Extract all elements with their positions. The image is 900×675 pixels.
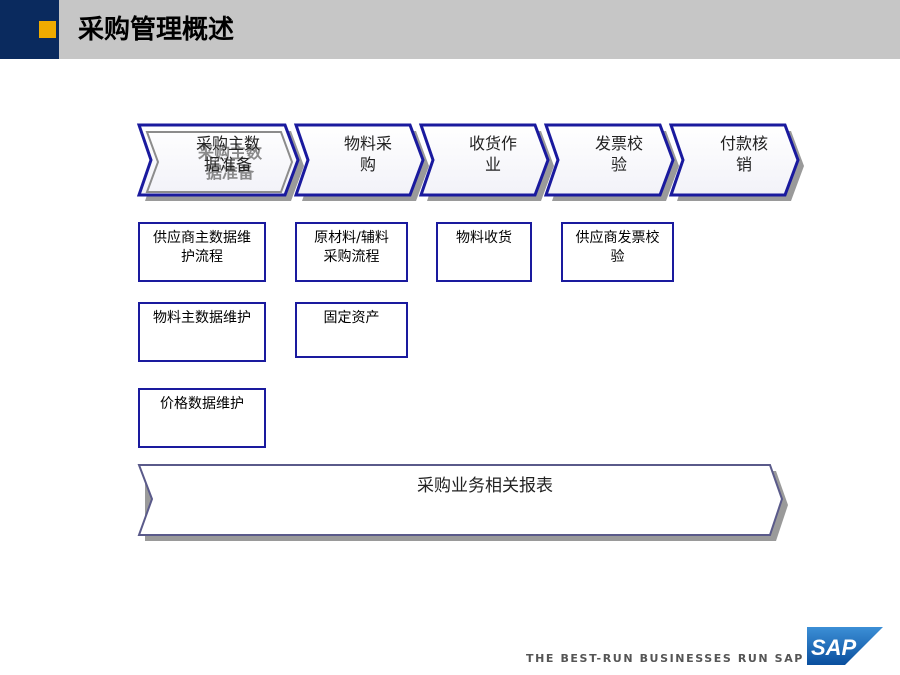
- report-bar-label: 采购业务相关报表: [417, 476, 553, 496]
- subitem-material-master-data[interactable]: 物料主数据维护: [138, 302, 266, 362]
- chevron-step-4-label: 发票校 验: [564, 133, 674, 175]
- subitem-text-line: 采购流程: [323, 249, 380, 265]
- chevron-step-4-line-2: 验: [610, 155, 627, 174]
- subitem-text-line: 固定资产: [323, 310, 380, 326]
- subitem-text-line: 护流程: [181, 249, 223, 265]
- chevron-step-3-label: 收货作 业: [438, 133, 548, 175]
- chevron-step-1-ghost: [145, 131, 294, 193]
- subitem-text-line: 供应商主数据维: [153, 230, 251, 246]
- ghost-label-line-2: 据准备: [205, 163, 254, 182]
- subitem-fixed-assets[interactable]: 固定资产: [295, 302, 408, 358]
- sap-logo: SAP: [807, 627, 883, 665]
- subitem-text-line: 验: [610, 249, 625, 265]
- chevron-step-1-label: 采购主数 据准备: [173, 133, 283, 175]
- subitem-text-line: 物料收货: [456, 230, 512, 246]
- chevron-step-5: [668, 123, 800, 197]
- header-orange-square: [39, 21, 56, 38]
- chevron-step-2-label: 物料采 购: [313, 133, 423, 175]
- chevron-step-3-line-1: 收货作: [468, 134, 517, 153]
- chevron-step-5-line-1: 付款核: [719, 134, 768, 153]
- subitem-text-line: 原材料/辅料: [314, 230, 389, 246]
- subitem-invoice-verification[interactable]: 供应商发票校 验: [561, 222, 674, 282]
- subitem-text-line: 价格数据维护: [160, 396, 244, 412]
- chevron-step-1-line-1: 采购主数: [195, 134, 260, 153]
- subitem-price-data[interactable]: 价格数据维护: [138, 388, 266, 448]
- chevron-step-1-ghost-label: 采购主数 据准备: [180, 143, 280, 183]
- header-bar: [0, 0, 900, 59]
- chevron-step-2-line-1: 物料采: [343, 134, 392, 153]
- subitem-vendor-master-data[interactable]: 供应商主数据维 护流程: [138, 222, 266, 282]
- chevron-step-5-label: 付款核 销: [689, 133, 799, 175]
- subitem-raw-material-purchasing[interactable]: 原材料/辅料 采购流程: [295, 222, 408, 282]
- ghost-label-line-1: 采购主数: [197, 143, 262, 162]
- chevron-step-3-line-2: 业: [484, 155, 501, 174]
- page-title: 采购管理概述: [78, 15, 235, 45]
- chevron-step-2: [293, 123, 425, 197]
- chevron-step-1-line-2: 据准备: [203, 155, 252, 174]
- subitem-text-line: 物料主数据维护: [153, 310, 251, 326]
- chevron-step-4-line-1: 发票校: [594, 134, 643, 153]
- footer-tagline: THE BEST-RUN BUSINESSES RUN SAP: [526, 652, 804, 665]
- subitem-goods-receipt[interactable]: 物料收货: [436, 222, 532, 282]
- subitem-text-line: 供应商发票校: [575, 230, 660, 246]
- report-bar: [137, 464, 784, 536]
- chevron-step-4: [543, 123, 675, 197]
- chevron-step-3: [418, 123, 550, 197]
- chevron-step-2-line-2: 购: [359, 155, 376, 174]
- sap-logo-text: SAP: [811, 635, 857, 660]
- chevron-step-5-line-2: 销: [735, 155, 752, 174]
- chevron-step-1: [136, 123, 300, 197]
